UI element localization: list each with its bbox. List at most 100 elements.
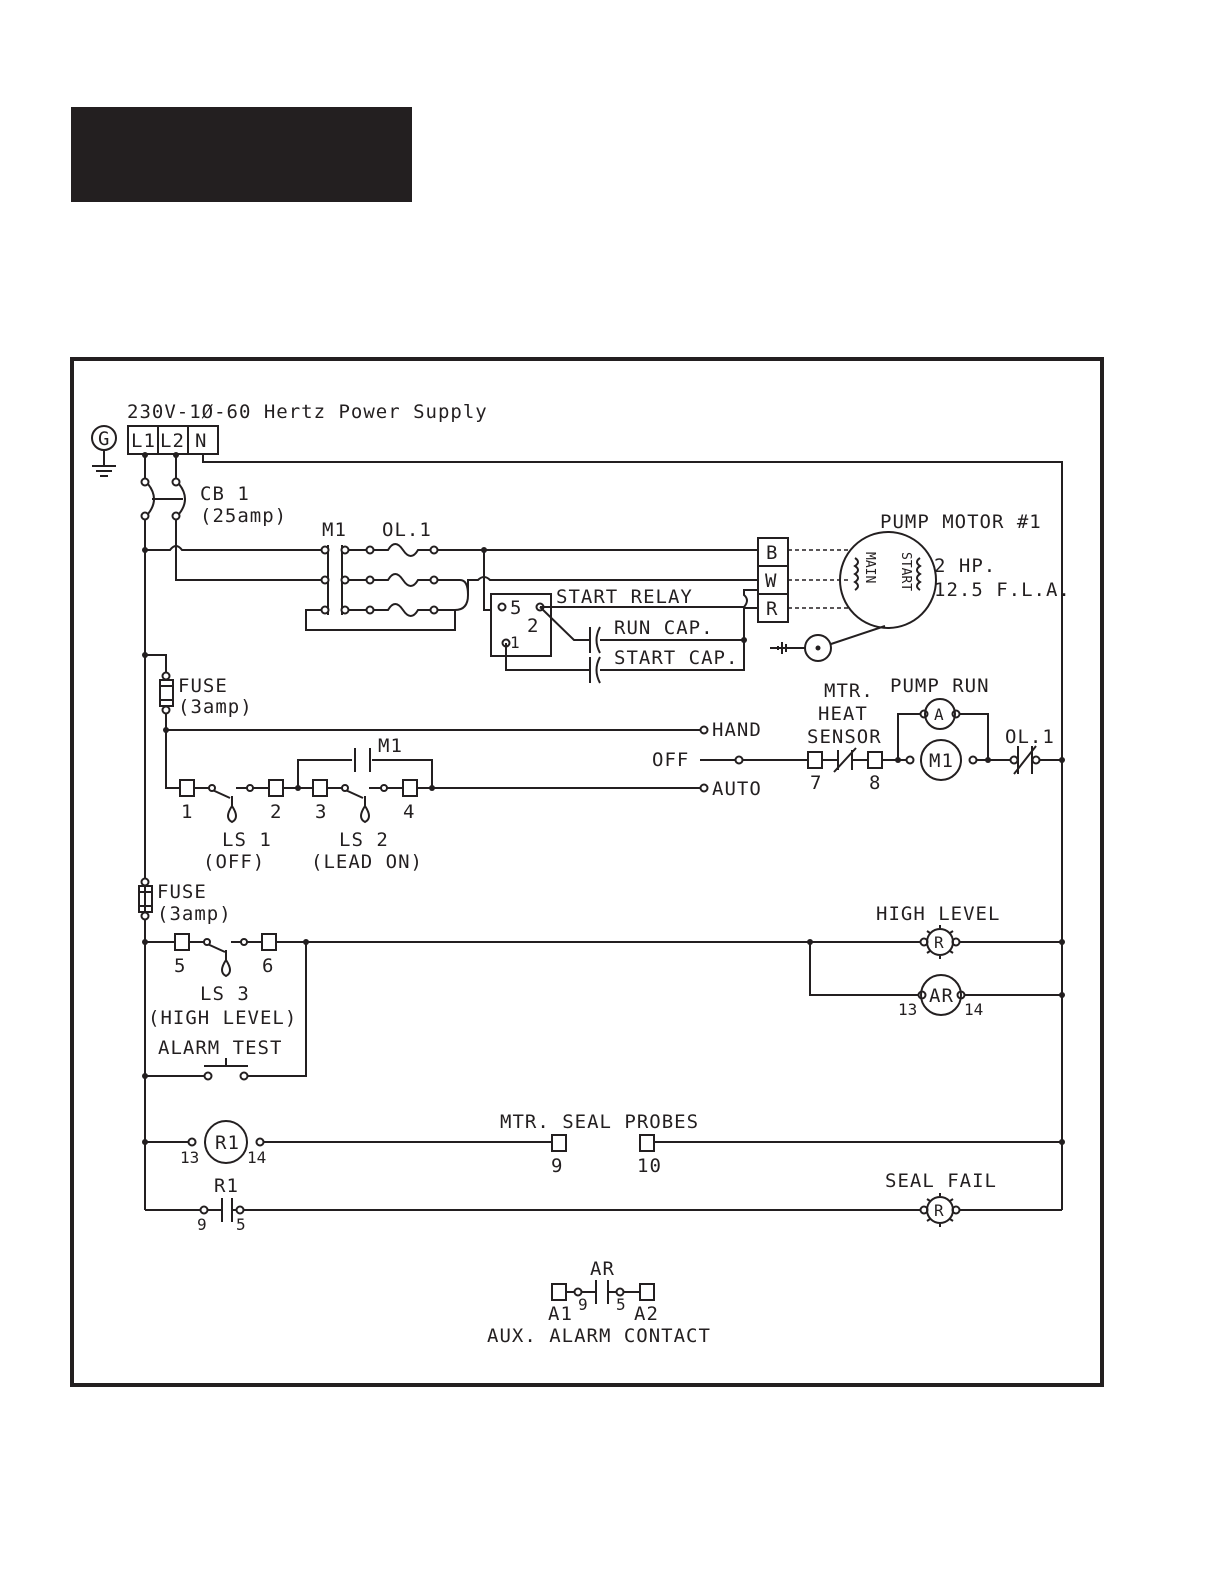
pump-run-lamp	[924, 698, 956, 730]
power-supply-title: 230V-1Ø-60 Hertz Power Supply	[127, 401, 488, 423]
start-relay-box	[490, 593, 552, 657]
ls1-desc: (OFF)	[203, 851, 265, 873]
selector-hand: HAND	[712, 719, 762, 741]
selector-auto: AUTO	[712, 778, 762, 800]
high-level-label: HIGH LEVEL	[876, 903, 1000, 925]
motor-title: PUMP MOTOR #1	[880, 511, 1042, 533]
alarm-relay-ar	[920, 974, 962, 1016]
svg-text:R: R	[934, 933, 944, 952]
diagram-frame	[70, 357, 1104, 1387]
ls2-desc: (LEAD ON)	[311, 851, 423, 873]
start-cap-label: START CAP.	[614, 647, 738, 669]
ground-label: G	[98, 428, 110, 450]
seal-relay-r1	[204, 1120, 248, 1164]
m1-aux-contact	[297, 748, 433, 788]
contactor-m1	[327, 545, 343, 615]
motor-fla: 12.5 F.L.A.	[934, 579, 1071, 601]
svg-text:14: 14	[964, 1000, 983, 1019]
overload-ol1-label: OL.1	[382, 519, 432, 541]
svg-text:14: 14	[247, 1148, 266, 1167]
svg-text:AR: AR	[590, 1258, 615, 1280]
cb1-rating: (25amp)	[200, 505, 287, 527]
svg-text:A2: A2	[634, 1303, 659, 1325]
svg-text:13: 13	[180, 1148, 199, 1167]
svg-text:2: 2	[270, 801, 282, 823]
terminal-l1: L1	[131, 430, 156, 452]
neutral-rail	[202, 454, 1063, 1210]
svg-text:7: 7	[810, 772, 822, 794]
ls1-float	[227, 796, 237, 824]
svg-text:9: 9	[197, 1215, 207, 1234]
aux-alarm-contact	[582, 1280, 616, 1304]
fuse-1	[159, 679, 174, 707]
heat-sensor-contact	[822, 747, 868, 773]
ground-icon	[92, 450, 116, 477]
motor-hp: 2 HP.	[934, 555, 996, 577]
header-title-block	[71, 107, 412, 202]
svg-text:6: 6	[262, 955, 274, 977]
pump-motor	[839, 531, 937, 629]
start-capacitor	[589, 656, 601, 684]
run-capacitor	[589, 626, 601, 654]
svg-text:1: 1	[510, 633, 520, 652]
svg-text:2: 2	[527, 615, 539, 637]
alarm-test-label: ALARM TEST	[158, 1037, 282, 1059]
svg-text:W: W	[765, 570, 777, 592]
svg-text:R1: R1	[215, 1132, 240, 1154]
alarm-test-button[interactable]	[204, 1058, 248, 1067]
heat-sensor-line1: MTR.	[824, 680, 874, 702]
svg-text:R: R	[934, 1201, 944, 1220]
fuse2-name: FUSE	[157, 881, 207, 903]
svg-text:5: 5	[510, 597, 522, 619]
r1-seal-contact	[208, 1198, 236, 1222]
fuse2-rating: (3amp)	[157, 903, 232, 925]
ls3-float	[221, 950, 231, 978]
seal-fail-lamp	[926, 1196, 954, 1224]
svg-text:9: 9	[578, 1295, 588, 1314]
start-relay-label: START RELAY	[556, 586, 693, 608]
seal-fail-label: SEAL FAIL	[885, 1170, 997, 1192]
svg-text:3: 3	[315, 801, 327, 823]
svg-text:R1: R1	[214, 1175, 239, 1197]
svg-text:8: 8	[869, 772, 881, 794]
breaker-cb1	[147, 483, 186, 515]
ls3-name: LS 3	[200, 983, 250, 1005]
run-cap-label: RUN CAP.	[614, 617, 714, 639]
heat-sensor-line3: SENSOR	[807, 726, 882, 748]
svg-text:B: B	[766, 542, 778, 564]
ls2-name: LS 2	[339, 829, 389, 851]
svg-text:AR: AR	[929, 985, 954, 1007]
cb1-name: CB 1	[200, 483, 250, 505]
fuse1-name: FUSE	[178, 675, 228, 697]
selector-off: OFF	[652, 749, 689, 771]
svg-text:M1: M1	[378, 735, 403, 757]
svg-text:9: 9	[551, 1155, 563, 1177]
contactor-m1-label: M1	[322, 519, 347, 541]
motor-starter-coil-m1	[920, 739, 962, 781]
svg-text:1: 1	[181, 801, 193, 823]
pump-run-label: PUMP RUN	[890, 675, 990, 697]
ls2-float	[360, 796, 370, 824]
high-level-lamp	[926, 928, 954, 956]
svg-text:10: 10	[637, 1155, 662, 1177]
heat-sensor-line2: HEAT	[818, 703, 868, 725]
ls1-name: LS 1	[222, 829, 272, 851]
terminal-n: N	[195, 430, 207, 452]
fuse1-rating: (3amp)	[178, 696, 253, 718]
svg-text:M1: M1	[929, 750, 954, 772]
svg-text:A: A	[934, 705, 944, 724]
selector-switch[interactable]	[734, 755, 744, 765]
seal-probes-label: MTR. SEAL PROBES	[500, 1111, 699, 1133]
svg-text:OL.1: OL.1	[1005, 726, 1055, 748]
winding-main: MAIN	[862, 552, 877, 583]
svg-text:5: 5	[174, 955, 186, 977]
svg-text:4: 4	[403, 801, 415, 823]
aux-alarm-label: AUX. ALARM CONTACT	[487, 1325, 711, 1347]
svg-text:R: R	[766, 598, 778, 620]
terminal-l2: L2	[160, 430, 185, 452]
svg-text:5: 5	[616, 1295, 626, 1314]
svg-text:A1: A1	[548, 1303, 573, 1325]
ls3-desc: (HIGH LEVEL)	[148, 1007, 297, 1029]
overload-ol1	[374, 543, 430, 617]
